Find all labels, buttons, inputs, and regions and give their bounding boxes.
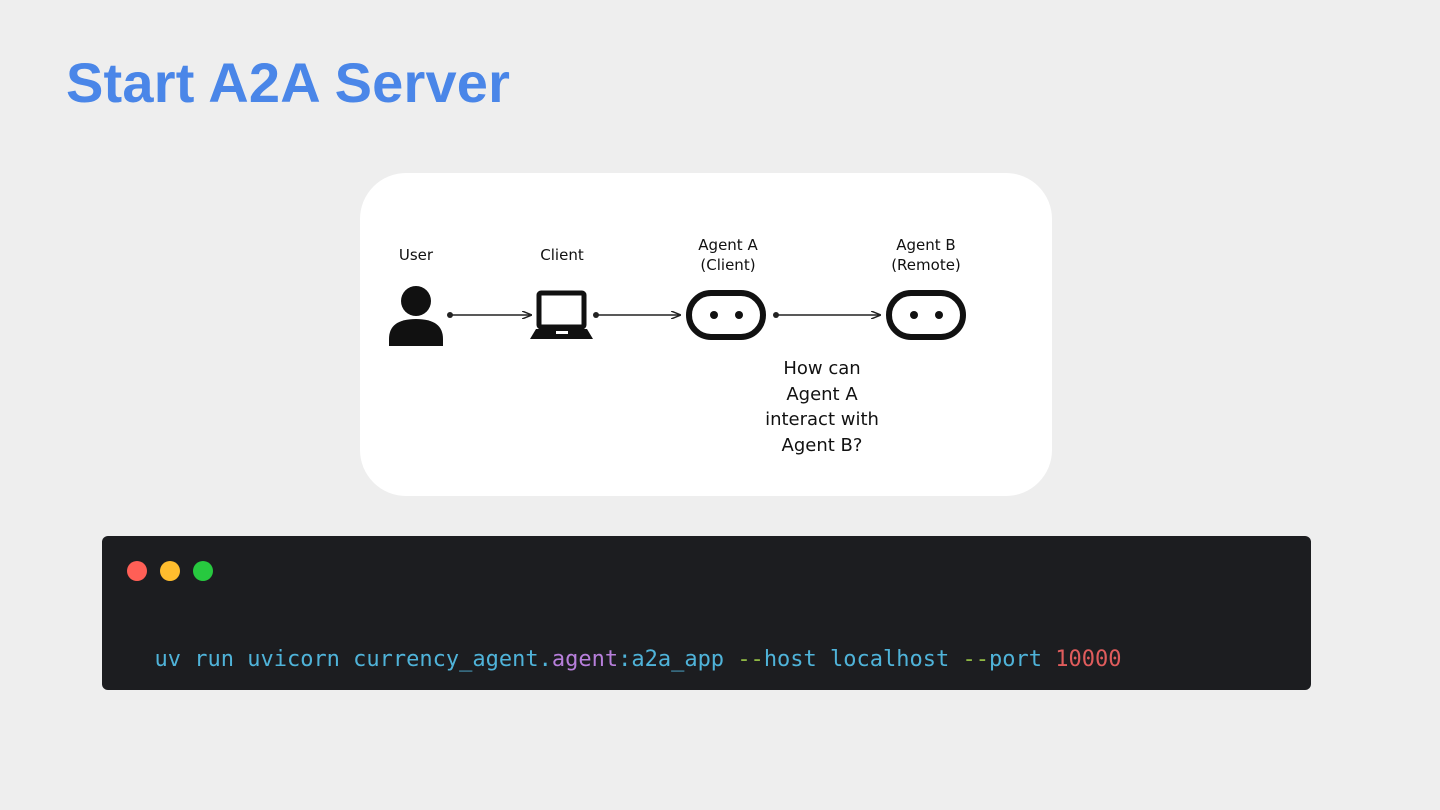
command-line: uv run uvicorn currency_agent.agent:a2a_… <box>128 622 1122 672</box>
code-token: :a2a_app <box>618 647 738 672</box>
label-user: User <box>399 246 434 264</box>
code-token: 10000 <box>1055 647 1122 672</box>
question-line: Agent A <box>786 384 858 405</box>
code-token: port <box>989 647 1056 672</box>
code-token: uv run uvicorn currency_agent. <box>154 647 552 672</box>
label-agent-b-role: (Remote) <box>891 256 961 274</box>
window-controls <box>127 561 213 581</box>
maximize-dot-icon <box>193 561 213 581</box>
label-client: Client <box>540 246 584 264</box>
slide-title: Start A2A Server <box>66 51 511 114</box>
question-line: How can <box>783 358 860 379</box>
laptop-icon <box>530 290 593 339</box>
diagram-card: User Client Agent A (Client) Agent B (Re… <box>360 173 1052 496</box>
edge-client-agent-a <box>593 312 680 318</box>
code-terminal <box>102 536 1311 690</box>
robot-face-icon <box>886 290 966 340</box>
label-agent-b: Agent B <box>896 236 955 254</box>
label-agent-a-role: (Client) <box>700 256 755 274</box>
user-icon <box>389 286 443 346</box>
question-line: Agent B? <box>782 435 863 456</box>
code-token: -- <box>737 647 764 672</box>
robot-face-icon <box>686 290 766 340</box>
code-token: -- <box>962 647 990 672</box>
a2a-flow-diagram: User Client Agent A (Client) Agent B (Re… <box>389 236 966 456</box>
question-annotation: How can Agent A interact with Agent B? <box>765 358 879 456</box>
edge-agent-a-agent-b <box>773 312 880 318</box>
code-token: agent <box>551 647 619 672</box>
edge-user-client <box>447 312 531 318</box>
label-agent-a: Agent A <box>698 236 758 254</box>
question-line: interact with <box>765 409 879 430</box>
close-dot-icon <box>127 561 147 581</box>
code-token: host localhost <box>763 647 963 672</box>
minimize-dot-icon <box>160 561 180 581</box>
